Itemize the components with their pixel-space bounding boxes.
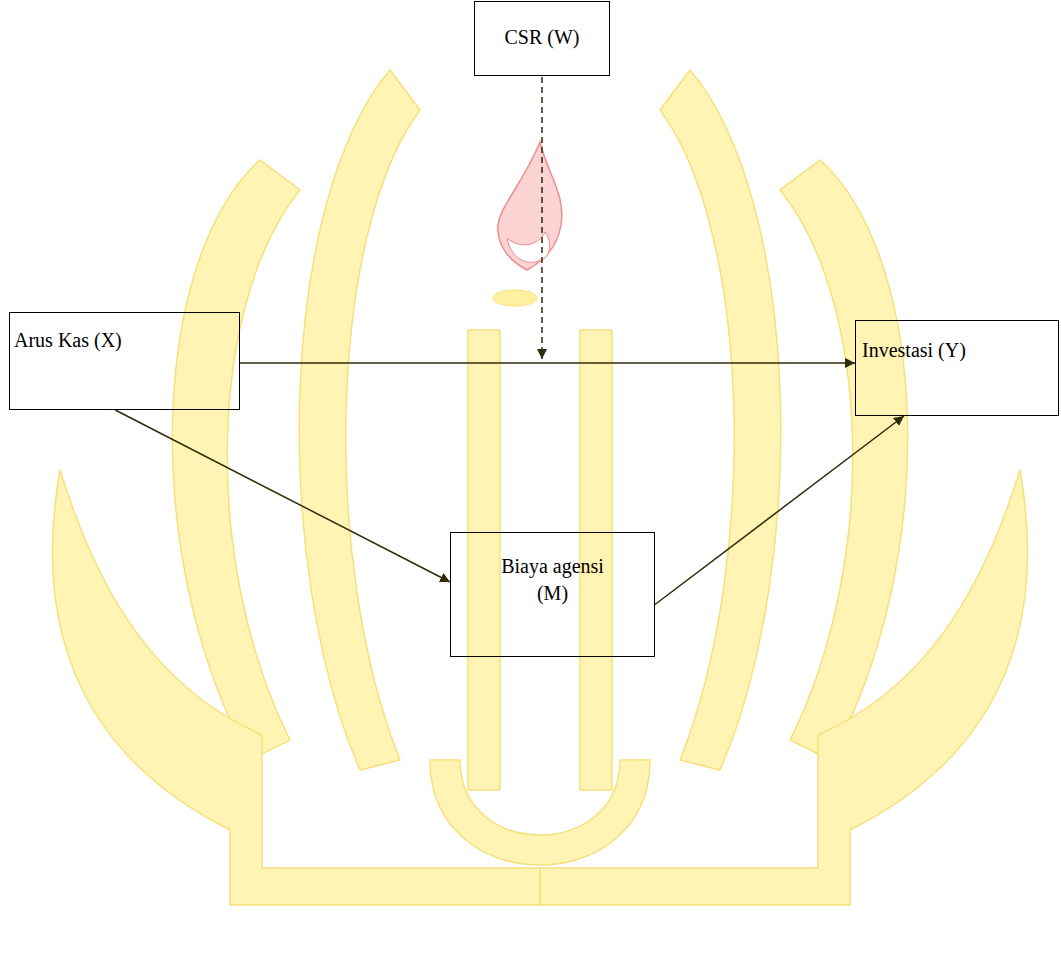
logo-flame <box>498 142 562 270</box>
causal-arrow <box>240 362 855 364</box>
causal-arrow <box>655 416 904 605</box>
variable-label: Arus Kas (X) <box>14 327 122 354</box>
variable-box: Arus Kas (X) <box>9 312 240 410</box>
logo-dot <box>493 290 537 306</box>
logo-right-half <box>540 70 1028 905</box>
variable-label: Investasi (Y) <box>862 337 966 364</box>
logo-flame-core <box>507 232 550 262</box>
logo-petal <box>172 160 300 760</box>
causal-arrow <box>115 410 450 582</box>
logo-petal <box>780 160 908 760</box>
variable-label: Biaya agensi (M) <box>490 553 615 607</box>
logo-petal <box>660 70 781 770</box>
variable-box: CSR (W) <box>474 1 610 76</box>
logo-petal <box>299 70 420 770</box>
variable-box: Investasi (Y) <box>855 320 1059 416</box>
logo-left-half <box>52 70 540 905</box>
variable-label: CSR (W) <box>505 24 580 51</box>
logo-cup <box>430 760 650 865</box>
moderating-dashed-arrow <box>541 77 543 359</box>
variable-box: Biaya agensi (M) <box>450 532 655 657</box>
logo-stem <box>468 330 500 790</box>
